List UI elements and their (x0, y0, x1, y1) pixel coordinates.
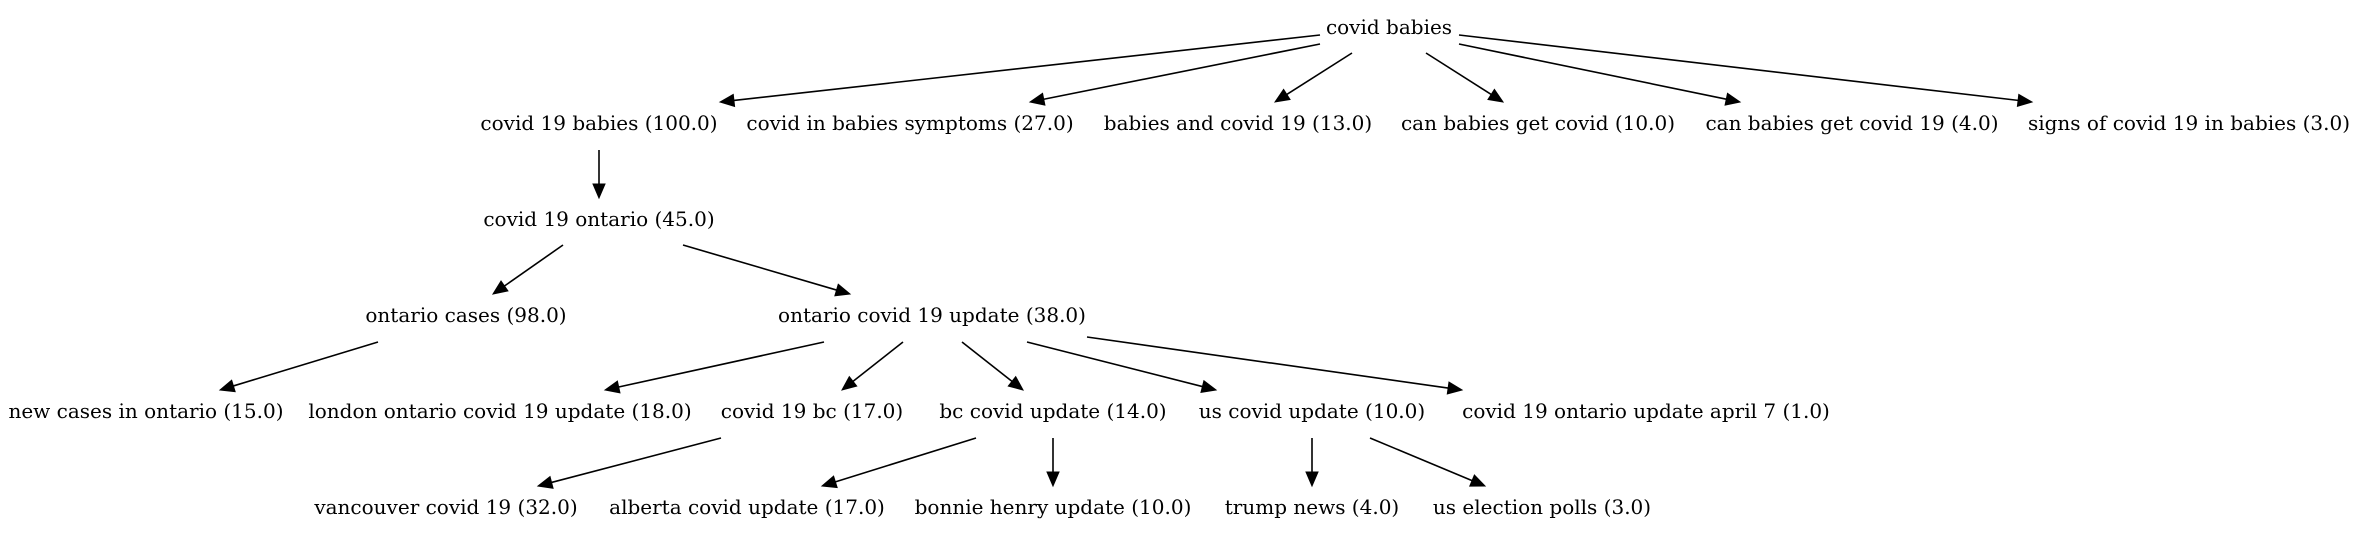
node-label: bonnie henry update (10.0) (915, 495, 1192, 519)
arrowhead-n13-n18 (1046, 471, 1060, 488)
arrowhead-n8-n10 (218, 379, 236, 393)
arrowhead-root-n1 (718, 93, 736, 108)
edge-root-n6 (1458, 34, 2019, 102)
nodes-layer: covid babies covid 19 babies (100.0) covid… (8, 15, 2350, 519)
node-label: can babies get covid 19 (4.0) (1705, 111, 1998, 135)
edge-n9-n11 (618, 341, 825, 388)
edge-n9-n14 (1026, 341, 1203, 388)
edge-n7-n9 (682, 244, 837, 291)
arrowhead-n14-n19 (1305, 471, 1319, 488)
edge-n12-n16 (551, 437, 722, 484)
node-label: signs of covid 19 in babies (3.0) (2028, 111, 2350, 135)
node-label: vancouver covid 19 (32.0) (313, 495, 577, 519)
arrowhead-n9-n15 (1446, 381, 1464, 395)
node-label: babies and covid 19 (13.0) (1104, 111, 1372, 135)
arrowhead-n7-n8 (491, 280, 509, 295)
edge-root-n5 (1458, 43, 1727, 100)
node-label: covid 19 babies (100.0) (480, 111, 717, 135)
node-label: covid 19 bc (17.0) (721, 399, 903, 423)
node-label: new cases in ontario (15.0) (8, 399, 283, 423)
edge-root-n1 (733, 34, 1321, 102)
arrowhead-root-n3 (1273, 88, 1291, 103)
edge-n13-n17 (835, 437, 977, 483)
node-label: us election polls (3.0) (1433, 495, 1651, 519)
node-label: ontario cases (98.0) (365, 303, 566, 327)
arrowhead-n1-n7 (592, 183, 606, 200)
edge-n14-n20 (1369, 437, 1473, 482)
node-label: trump news (4.0) (1225, 495, 1399, 519)
node-label: covid 19 ontario (45.0) (483, 207, 714, 231)
edge-n8-n10 (233, 341, 379, 387)
root-node-label: covid babies (1326, 15, 1452, 39)
node-label: can babies get covid (10.0) (1401, 111, 1675, 135)
node-label: us covid update (10.0) (1199, 399, 1425, 423)
arrowhead-root-n6 (2016, 93, 2034, 108)
arrowhead-root-n2 (1028, 92, 1046, 106)
arrowhead-n7-n9 (834, 283, 852, 297)
arrowhead-n9-n14 (1200, 379, 1218, 393)
edge-n9-n12 (852, 341, 904, 382)
arrowhead-n9-n11 (603, 380, 621, 394)
node-label: covid in babies symptoms (27.0) (746, 111, 1073, 135)
edge-root-n3 (1286, 52, 1353, 96)
arrowhead-root-n5 (1724, 92, 1742, 106)
arrowhead-n9-n13 (1007, 375, 1024, 391)
node-label: alberta covid update (17.0) (609, 495, 885, 519)
arrowhead-n12-n16 (536, 475, 554, 489)
edge-n7-n8 (504, 244, 564, 287)
arrowhead-n13-n17 (820, 475, 838, 489)
edge-root-n4 (1425, 52, 1492, 96)
edge-n9-n15 (1086, 336, 1449, 389)
node-label: london ontario covid 19 update (18.0) (308, 399, 691, 423)
edge-root-n2 (1043, 43, 1321, 101)
edges-layer (218, 34, 2034, 489)
arrowhead-root-n4 (1487, 88, 1505, 103)
node-label: ontario covid 19 update (38.0) (778, 303, 1086, 327)
arrowhead-n9-n12 (841, 375, 858, 391)
edge-n9-n13 (961, 341, 1013, 382)
arrowhead-n14-n20 (1469, 474, 1487, 487)
node-label: covid 19 ontario update april 7 (1.0) (1462, 399, 1830, 423)
node-label: bc covid update (14.0) (939, 399, 1166, 423)
